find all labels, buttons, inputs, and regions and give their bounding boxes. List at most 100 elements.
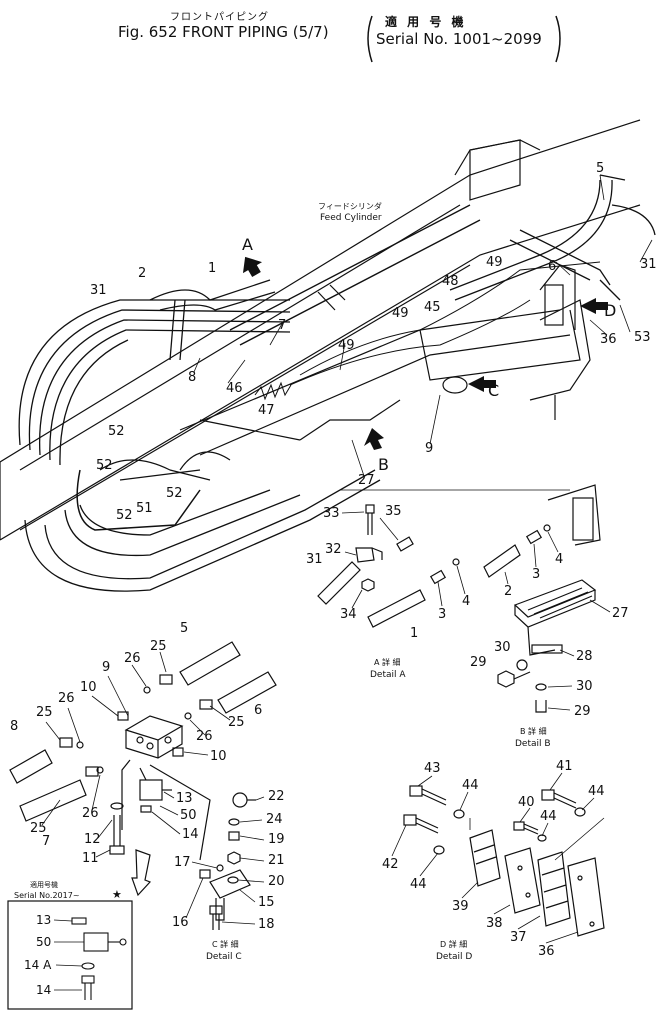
callout-49a: 49	[486, 255, 503, 270]
callout-44c: 44	[588, 784, 605, 799]
callout-47: 47	[258, 403, 275, 418]
callout-22: 22	[268, 789, 285, 804]
view-arrows	[242, 256, 608, 450]
label-feed-cylinder-jp: フィードシリンダ	[318, 201, 382, 211]
label-arrow-d: D	[604, 301, 616, 320]
callout-26d: 26	[82, 806, 99, 821]
callout-1: 1	[208, 261, 216, 276]
callout-52b: 52	[96, 458, 113, 473]
detail-b	[497, 579, 597, 713]
callout-18: 18	[258, 917, 275, 932]
callout-29a: 29	[470, 655, 487, 670]
arrow-a-icon	[242, 256, 263, 278]
callout-24: 24	[266, 812, 283, 827]
main-labels: A B C D フィードシリンダ Feed Cylinder 1 2 5 6 7…	[90, 161, 657, 523]
callout-44a: 44	[462, 778, 479, 793]
detail-a-jp: A 詳 細	[374, 657, 401, 667]
callout-40: 40	[518, 795, 535, 810]
callout-26c: 26	[196, 729, 213, 744]
callout-3b: 3	[532, 567, 540, 582]
callout-31b: 31	[640, 257, 657, 272]
inset-serial-jp: 適用号機	[30, 880, 58, 889]
callout-10a: 10	[80, 680, 97, 695]
main-leaders	[193, 174, 653, 491]
inset-star: ★	[112, 888, 122, 901]
block-labels: 25 5 26 9 10 26 25 6 8 25 26 10 26 25 7 …	[10, 621, 262, 866]
label-feed-cylinder: Feed Cylinder	[320, 213, 382, 223]
detail-b-jp: B 詳 細	[520, 726, 547, 736]
detail-d-caption: Detail D	[436, 952, 472, 962]
detail-b-caption: Detail B	[515, 739, 551, 749]
callout-52c: 52	[116, 508, 133, 523]
callout-50b: 50	[36, 935, 51, 949]
detail-d	[403, 785, 605, 937]
callout-35: 35	[385, 504, 402, 519]
callout-16: 16	[172, 915, 189, 930]
callout-7: 7	[278, 318, 286, 333]
callout-29b: 29	[574, 704, 591, 719]
callout-25a: 25	[150, 639, 167, 654]
figure-title: Fig. 652 FRONT PIPING (5/7)	[118, 23, 329, 41]
detail-c-caption: Detail C	[206, 952, 242, 962]
callout-19: 19	[268, 832, 285, 847]
arrow-c-icon	[468, 376, 496, 392]
callout-8: 8	[188, 370, 196, 385]
label-arrow-b: B	[378, 455, 389, 474]
callout-3a: 3	[438, 607, 446, 622]
callout-42: 42	[382, 857, 399, 872]
detail-a	[317, 484, 601, 628]
callout-1b: 1	[410, 626, 418, 641]
callout-33: 33	[323, 506, 340, 521]
inset-box	[7, 900, 133, 1010]
callout-31a: 31	[90, 283, 107, 298]
callout-10b: 10	[210, 749, 227, 764]
detail-c-jp: C 詳 細	[212, 939, 239, 949]
callout-51: 51	[136, 501, 153, 516]
serial-paren-left	[367, 15, 373, 63]
callout-38: 38	[486, 916, 503, 931]
callout-9b: 9	[102, 660, 110, 675]
callout-25c: 25	[36, 705, 53, 720]
detail-b-labels: 27 28 30 29 30 29 B 詳 細 Detail B	[470, 606, 629, 749]
callout-28: 28	[576, 649, 593, 664]
callout-12: 12	[84, 832, 101, 847]
callout-41: 41	[556, 759, 573, 774]
callout-21: 21	[268, 853, 285, 868]
callout-15: 15	[258, 895, 275, 910]
callout-14b: 14	[36, 983, 51, 997]
callout-17: 17	[174, 855, 191, 870]
callout-36b: 36	[538, 944, 555, 959]
callout-48: 48	[442, 274, 459, 289]
callout-37: 37	[510, 930, 527, 945]
callout-50: 50	[180, 808, 197, 823]
callout-25b: 25	[228, 715, 245, 730]
inset-serial: Serial No.2017~	[14, 891, 80, 900]
callout-14: 14	[182, 827, 199, 842]
callout-30b: 30	[576, 679, 593, 694]
callout-6: 6	[548, 259, 556, 274]
callout-5b: 5	[180, 621, 188, 636]
detail-a-labels: 33 35 32 31 34 4 3 1 2 3 4 A 詳 細 Detail …	[306, 504, 563, 680]
callout-6b: 6	[254, 703, 262, 718]
callout-20: 20	[268, 874, 285, 889]
callout-27b: 27	[612, 606, 629, 621]
label-arrow-a: A	[242, 235, 253, 254]
callout-26a: 26	[124, 651, 141, 666]
callout-46: 46	[226, 381, 243, 396]
callout-31c: 31	[306, 552, 323, 567]
callout-4b: 4	[555, 552, 563, 567]
callout-7b: 7	[42, 834, 50, 849]
callout-30a: 30	[494, 640, 511, 655]
detail-d-labels: 43 44 42 44 39 38 37 36 41 44 40 44 D 詳 …	[382, 759, 605, 962]
detail-c-labels: 22 24 19 21 17 20 15 16 18 C 詳 細 Detail …	[172, 789, 285, 962]
callout-11: 11	[82, 851, 99, 866]
callout-34: 34	[340, 607, 357, 622]
callout-13b: 13	[36, 913, 51, 927]
callout-9: 9	[425, 441, 433, 456]
arrow-d-icon	[580, 298, 608, 314]
callout-44b: 44	[410, 877, 427, 892]
callout-52d: 52	[166, 486, 183, 501]
inset-labels: 適用号機 Serial No.2017~ ★ 13 50 14 A 14	[14, 880, 122, 997]
arrow-b-icon	[364, 428, 384, 450]
callout-5: 5	[596, 161, 604, 176]
